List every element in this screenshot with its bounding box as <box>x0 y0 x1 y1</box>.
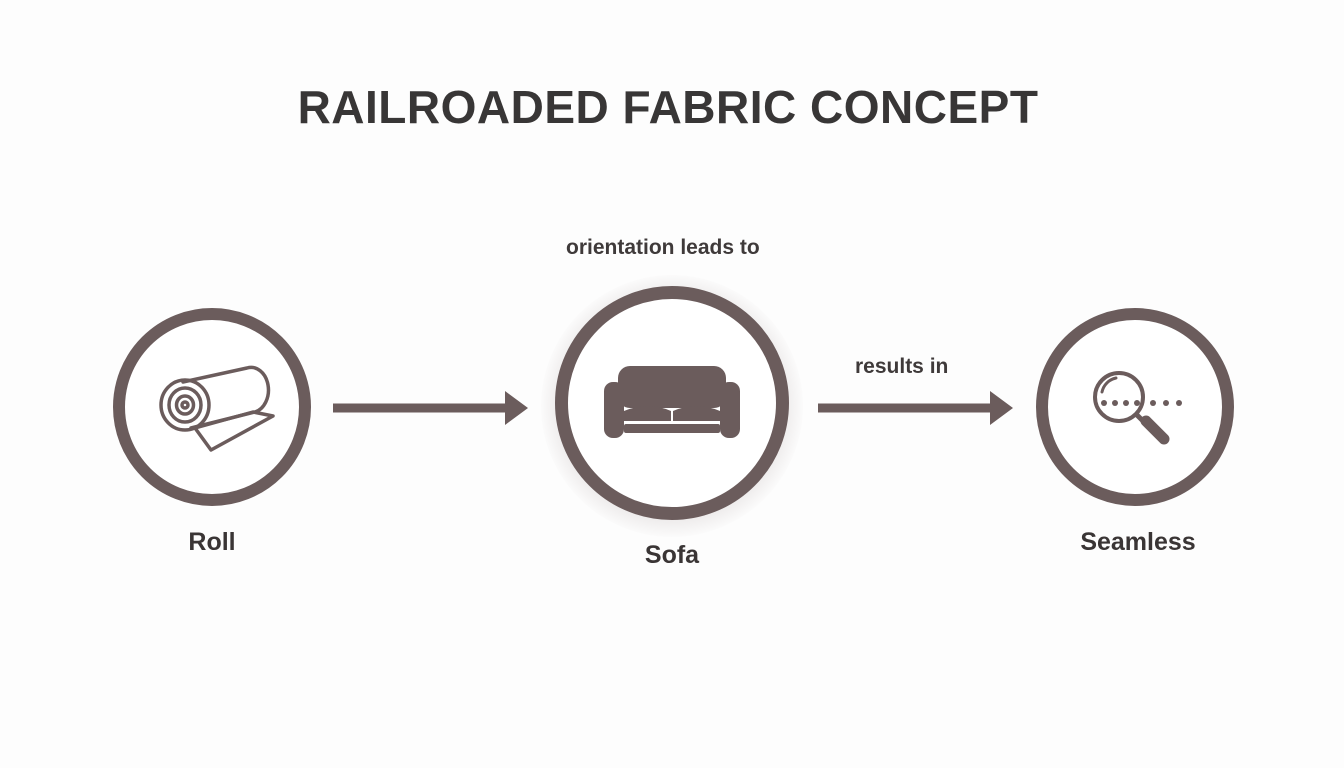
sofa-icon <box>604 366 740 438</box>
edge-label-results: results in <box>855 355 949 378</box>
node-roll <box>113 308 311 506</box>
node-sofa <box>555 286 789 520</box>
node-label-sofa: Sofa <box>644 541 700 569</box>
fabric-roll-icon <box>159 365 275 452</box>
edge-label-orientation: orientation leads to <box>566 236 760 259</box>
node-seamless <box>1036 308 1234 506</box>
node-label-seamless: Seamless <box>1080 528 1196 556</box>
diagram-title: RAILROADED FABRIC CONCEPT <box>297 81 1039 133</box>
magnifier-seamless-icon <box>1093 371 1182 445</box>
node-label-roll: Roll <box>188 528 236 556</box>
arrow-sofa-to-seamless <box>818 391 1013 425</box>
arrow-roll-to-sofa <box>333 391 528 425</box>
